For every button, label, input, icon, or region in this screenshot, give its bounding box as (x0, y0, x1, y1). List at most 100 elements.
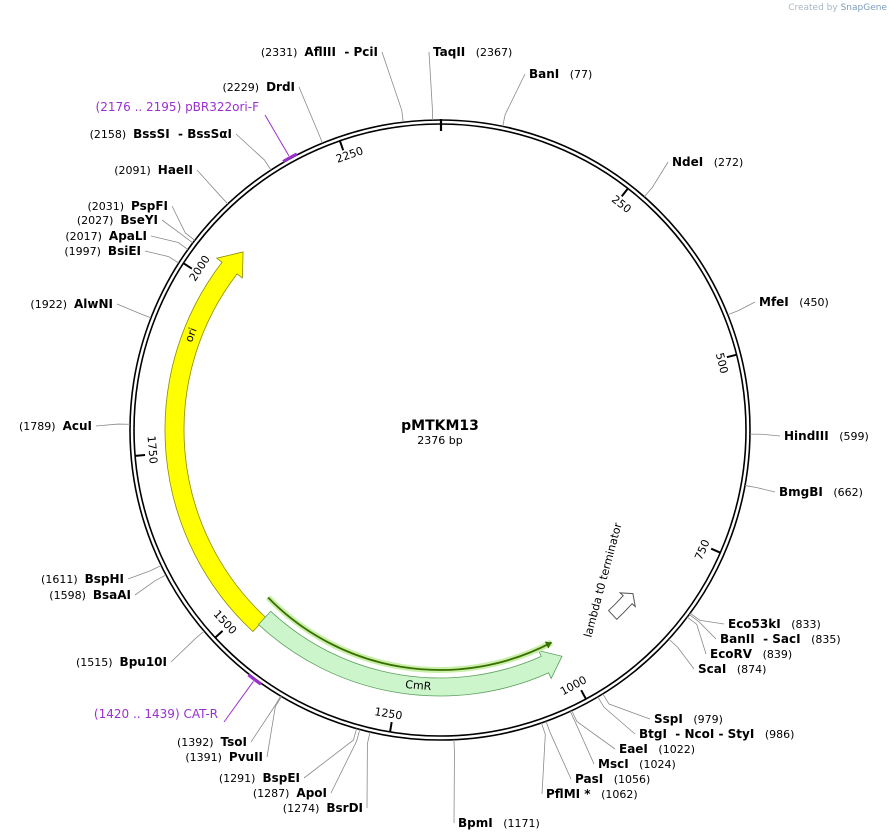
ori-feature-arrow (164, 251, 267, 633)
enzyme-name: Bpu10I (120, 655, 167, 669)
enzyme-bseyi-leader (161, 219, 194, 244)
enzyme-ecorv-leader (686, 616, 707, 655)
spacer (801, 633, 812, 646)
enzyme-position: (2331) (261, 46, 298, 59)
spacer (222, 751, 229, 764)
spacer (754, 728, 765, 741)
enzyme-name: TsoI (221, 735, 247, 749)
enzyme-name: Eco53kI (728, 617, 781, 631)
spacer (703, 156, 714, 169)
enzyme-name: PflMI * (546, 787, 591, 801)
enzyme-position: (450) (799, 296, 829, 309)
spacer (781, 618, 792, 631)
enzyme-name: AflIII (304, 45, 336, 59)
spacer (101, 245, 108, 258)
enzyme-bani-leader (502, 73, 526, 127)
enzyme-position: (2017) (65, 230, 102, 243)
tick-label-1250: 1250 (374, 705, 404, 722)
enzyme-scai-label: ScaI (874) (698, 662, 766, 676)
enzyme-name: BmgBI (779, 485, 823, 499)
enzyme-btgi-label: BtgI - NcoI - StyI (986) (639, 727, 794, 741)
enzyme-afliii-leader (381, 51, 404, 123)
primers: (2176 .. 2195) pBR322ori-F(1420 .. 1439)… (94, 100, 298, 723)
enzyme-position: (1024) (639, 758, 676, 771)
enzyme-position: (662) (833, 486, 863, 499)
enzyme-name: BsaAI (93, 588, 131, 602)
enzyme-name: EaeI (619, 742, 648, 756)
enzyme-msci-leader (569, 711, 595, 765)
enzyme-name: NdeI (672, 155, 703, 169)
enzyme-name: BpmI (458, 816, 493, 830)
enzyme-tsoi-leader (250, 695, 282, 743)
enzyme-position: (1598) (49, 589, 86, 602)
spacer (67, 298, 74, 311)
enzyme-ecorv-label: EcoRV (839) (710, 647, 792, 661)
enzyme-position: (1611) (41, 573, 78, 586)
enzyme-name: MscI (598, 757, 629, 771)
enzyme-position: (835) (811, 633, 841, 646)
enzyme-sspi-label: SspI (979) (654, 712, 723, 726)
enzyme-isoschizomer: SacI (772, 632, 800, 646)
snapgene-branding: Created by SnapGene (788, 3, 887, 13)
primer-cat-r-leader (223, 681, 254, 723)
lambda-t0-terminator-label: lambda t0 terminator (581, 521, 624, 639)
enzyme-bpu10i-label: (1515) Bpu10I (76, 655, 167, 669)
tick-mark-1000 (580, 689, 587, 700)
enzyme-sspi-leader (602, 693, 651, 720)
enzyme-bsrdi-label: (1274) BsrDI (283, 801, 363, 815)
enzyme-apoi-label: (1287) ApoI (253, 786, 327, 800)
spacer (289, 787, 296, 800)
enzyme-bsaai-leader (134, 574, 167, 596)
enzyme-name: ApoI (296, 786, 327, 800)
enzyme-position: (2091) (114, 164, 151, 177)
enzyme-pvuii-leader (266, 696, 282, 758)
primer-pbr322ori-f-bar (282, 152, 298, 163)
cmr-feature-arrow (257, 610, 563, 697)
spacer (493, 817, 504, 830)
enzyme-name: SspI (654, 712, 683, 726)
spacer (319, 802, 326, 815)
enzyme-position: (1922) (30, 298, 67, 311)
enzyme-scai-leader (668, 638, 695, 670)
enzyme-bsiei-label: (1997) BsiEI (64, 244, 141, 258)
cds-line-arrowhead (544, 641, 552, 649)
enzyme-position: (1056) (614, 773, 651, 786)
spacer (126, 128, 133, 141)
enzyme-position: (77) (570, 68, 593, 81)
primer-range: (1420 .. 1439) (94, 707, 184, 721)
enzyme-bpmi-label: BpmI (1171) (458, 816, 540, 830)
spacer (86, 589, 93, 602)
tick-label-1750: 1750 (145, 435, 160, 464)
enzyme-name: BtgI (639, 727, 667, 741)
spacer (789, 296, 800, 309)
enzyme-hindiii-leader (749, 433, 781, 437)
separator: - (755, 632, 773, 646)
enzyme-position: (2031) (87, 200, 124, 213)
enzyme-name: DrdI (266, 80, 295, 94)
enzyme-bmgbi-leader (744, 485, 776, 493)
enzyme-name: BsrDI (326, 801, 363, 815)
enzyme-eaei-label: EaeI (1022) (619, 742, 695, 756)
primer-name: CAT-R (183, 707, 218, 721)
enzyme-position: (979) (693, 713, 723, 726)
enzyme-name: MfeI (759, 295, 789, 309)
primer-pbr322ori-f-leader (264, 114, 290, 157)
enzyme-apali-label: (2017) ApaLI (65, 229, 147, 243)
enzyme-position: (1391) (185, 751, 222, 764)
enzyme-name: BspEI (262, 771, 300, 785)
spacer (56, 420, 63, 433)
enzyme-pasi-leader (545, 721, 572, 780)
tick-mark-500 (726, 353, 737, 359)
enzyme-name: HaeII (158, 163, 193, 177)
primer-cat-r-label: (1420 .. 1439) CAT-R (94, 707, 218, 721)
enzyme-name: ApaLI (109, 229, 147, 243)
spacer (752, 648, 763, 661)
tick-label-750: 750 (692, 538, 712, 562)
enzyme-bsphi-leader (127, 565, 162, 580)
primer-name: pBR322ori-F (185, 100, 259, 114)
tick-mark-2000 (182, 262, 193, 270)
enzyme-banii-label: BanII - SacI (835) (720, 632, 841, 646)
enzyme-mfei-label: MfeI (450) (759, 295, 829, 309)
enzyme-pflmi-leader (541, 722, 546, 795)
